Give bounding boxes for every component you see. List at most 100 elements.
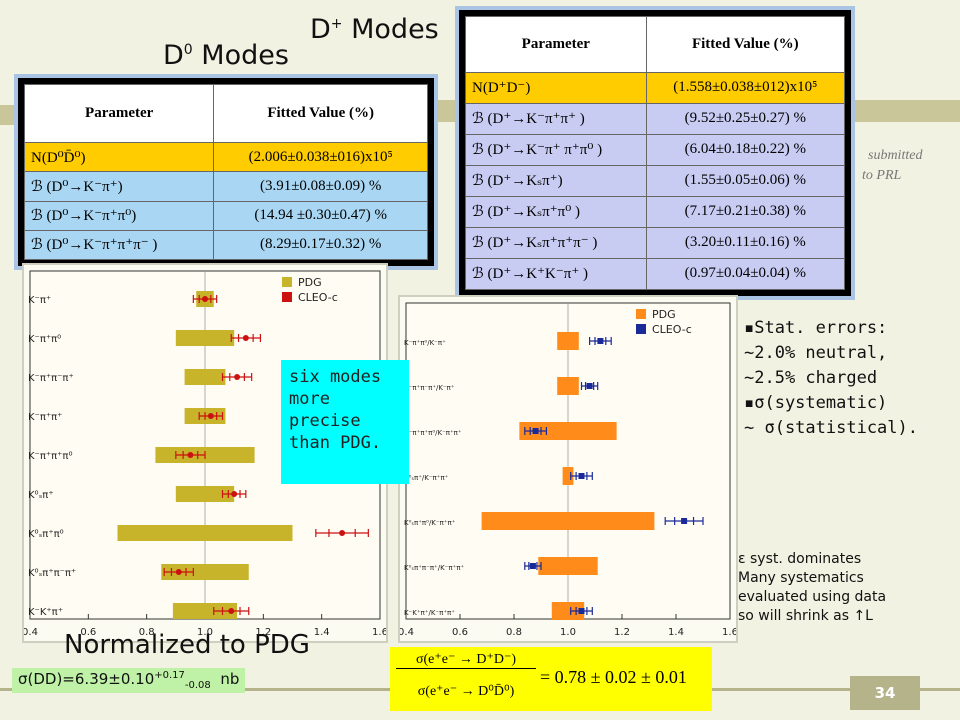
- category-label: K⁻π⁺π⁻π⁺: [28, 373, 74, 384]
- cleo-point: [532, 428, 539, 434]
- x-tick-label: 0.8: [139, 627, 155, 638]
- category-label: K⁰ₛπ⁺π⁰: [28, 529, 64, 540]
- cleo-point: [681, 518, 688, 524]
- pdg-band: [117, 525, 293, 541]
- table-header: Fitted Value (%): [645, 16, 846, 73]
- table-row: N(D⁺D⁻)(1.558±0.038±012)x10⁵: [465, 71, 846, 104]
- cleo-point: [175, 569, 182, 575]
- table-header: Parameter: [23, 83, 215, 144]
- x-tick-label: 1.0: [560, 627, 576, 638]
- value-cell: (1.558±0.038±012)x10⁵: [645, 71, 846, 104]
- x-tick-label: 1.2: [614, 627, 630, 638]
- cleo-point: [586, 383, 593, 389]
- param-cell: ℬ (D⁺→Kₛπ⁺π⁰ ): [465, 195, 647, 228]
- value-cell: (1.55±0.05±0.06) %: [645, 164, 846, 197]
- pdg-band: [557, 377, 579, 395]
- table-row: ℬ (D⁺→Kₛπ⁺)(1.55±0.05±0.06) %: [465, 164, 846, 197]
- slide-number: 34: [850, 676, 920, 710]
- category-label: K⁻π⁺π⁻π⁺/K⁻π⁺: [404, 384, 455, 392]
- cleo-point: [529, 563, 536, 569]
- category-label: K⁰ₛπ⁺π⁰/K⁻π⁺π⁺: [404, 519, 456, 527]
- pdg-band: [175, 486, 235, 502]
- d0-modes-title: D0 Modes: [163, 40, 289, 71]
- x-tick-label: 0.6: [80, 627, 96, 638]
- cleo-point: [339, 530, 346, 536]
- table-header: Fitted Value (%): [213, 83, 428, 144]
- value-cell: (0.97±0.04±0.04) %: [645, 257, 846, 291]
- formula-denominator: σ(e⁺e⁻ → D⁰D̄⁰): [417, 684, 515, 699]
- pdg-band: [175, 330, 235, 346]
- category-label: K⁻π⁺π⁰: [28, 334, 61, 345]
- pdg-band: [519, 422, 617, 440]
- legend-label-cleo: CLEO-c: [652, 323, 692, 336]
- category-label: K⁰ₛπ⁺: [28, 490, 54, 501]
- cleo-point: [202, 296, 208, 302]
- value-cell: (9.52±0.25±0.27) %: [645, 102, 846, 135]
- dplus-results-table: Parameter Fitted Value (%) N(D⁺D⁻)(1.558…: [455, 6, 855, 300]
- param-cell: ℬ (D⁺→K⁻π⁺ π⁺π⁰ ): [465, 133, 647, 166]
- x-tick-label: 0.6: [452, 627, 468, 638]
- table-row: ℬ (D⁰→K⁻π⁺π⁰)(14.94 ±0.30±0.47) %: [23, 200, 428, 231]
- param-cell: N(D⁰D̄⁰): [23, 142, 215, 173]
- table-row: N(D⁰D̄⁰)(2.006±0.038±016)x10⁵: [23, 142, 428, 173]
- table-header: Parameter: [465, 16, 647, 73]
- cleo-point: [242, 335, 249, 341]
- legend-label-pdg: PDG: [652, 308, 676, 321]
- table-row: ℬ (D⁺→K⁻π⁺π⁺ )(9.52±0.25±0.27) %: [465, 102, 846, 135]
- legend-swatch-cleo: [636, 324, 646, 334]
- systematics-notes: ε syst. dominates Many systematics evalu…: [738, 551, 887, 624]
- param-cell: ℬ (D⁰→K⁻π⁺): [23, 171, 215, 202]
- ratio-formula: σ(e⁺e⁻ → D⁺D⁻) σ(e⁺e⁻ → D⁰D̄⁰) = 0.78 ± …: [390, 647, 712, 711]
- x-tick-label: 1.0: [197, 627, 213, 638]
- category-label: K⁻K⁺π⁺/K⁻π⁺π⁺: [404, 609, 455, 617]
- pdg-band: [538, 557, 598, 575]
- legend-swatch-pdg: [636, 309, 646, 319]
- pdg-band: [481, 512, 655, 530]
- cleo-point: [578, 473, 585, 479]
- table-row: ℬ (D⁰→K⁻π⁺)(3.91±0.08±0.09) %: [23, 171, 428, 202]
- d-plus-modes-title: D+ Modes: [310, 14, 439, 45]
- formula-result: = 0.78 ± 0.02 ± 0.01: [540, 667, 687, 687]
- table-row: ℬ (D⁺→Kₛπ⁺π⁺π⁻ )(3.20±0.11±0.16) %: [465, 226, 846, 259]
- category-label: K⁻π⁺: [28, 295, 51, 306]
- normalized-title: Normalized to PDG: [64, 630, 310, 660]
- pdg-band: [184, 369, 226, 385]
- param-cell: ℬ (D⁰→K⁻π⁺π⁺π⁻ ): [23, 229, 215, 261]
- param-cell: N(D⁺D⁻): [465, 71, 647, 104]
- value-cell: (6.04±0.18±0.22) %: [645, 133, 846, 166]
- stat-errors-notes: ▪Stat. errors: ~2.0% neutral, ~2.5% char…: [744, 318, 918, 438]
- cleo-point: [234, 374, 241, 380]
- value-cell: (2.006±0.038±016)x10⁵: [213, 142, 428, 173]
- param-cell: ℬ (D⁺→K⁻π⁺π⁺ ): [465, 102, 647, 135]
- value-cell: (7.17±0.21±0.38) %: [645, 195, 846, 228]
- category-label: K⁻K⁺π⁺: [28, 607, 63, 618]
- param-cell: ℬ (D⁺→K⁺K⁻π⁺ ): [465, 257, 647, 291]
- param-cell: ℬ (D⁺→Kₛπ⁺): [465, 164, 647, 197]
- table-row: ℬ (D⁺→K⁻π⁺ π⁺π⁰ )(6.04±0.18±0.22) %: [465, 133, 846, 166]
- x-tick-label: 0.4: [400, 627, 414, 638]
- category-label: K⁻π⁺π⁺π⁰: [28, 451, 72, 462]
- value-cell: (14.94 ±0.30±0.47) %: [213, 200, 428, 231]
- legend-label-pdg: PDG: [298, 276, 322, 289]
- value-cell: (3.20±0.11±0.16) %: [645, 226, 846, 259]
- x-tick-label: 1.2: [255, 627, 271, 638]
- table-row: ℬ (D⁰→K⁻π⁺π⁺π⁻ )(8.29±0.17±0.32) %: [23, 229, 428, 261]
- x-tick-label: 1.6: [372, 627, 386, 638]
- pdg-band: [562, 467, 574, 485]
- category-label: K⁻π⁺π⁺π⁰/K⁻π⁺π⁺: [404, 429, 462, 437]
- cleo-point: [597, 338, 604, 344]
- x-tick-label: 1.4: [668, 627, 684, 638]
- formula-numerator: σ(e⁺e⁻ → D⁺D⁻): [396, 651, 536, 669]
- category-label: K⁰ₛπ⁺/K⁻π⁺π⁺: [404, 474, 449, 482]
- legend-label-cleo: CLEO-c: [298, 291, 338, 304]
- cleo-point: [207, 413, 214, 419]
- category-label: K⁰ₛπ⁺π⁻π⁺: [28, 568, 76, 579]
- x-tick-label: 1.6: [722, 627, 736, 638]
- value-cell: (3.91±0.08±0.09) %: [213, 171, 428, 202]
- param-cell: ℬ (D⁰→K⁻π⁺π⁰): [23, 200, 215, 231]
- pdg-band: [551, 602, 585, 620]
- six-modes-callout: six modes more precise than PDG.: [281, 360, 409, 484]
- category-label: K⁻π⁺π⁰/K⁻π⁺: [404, 339, 446, 347]
